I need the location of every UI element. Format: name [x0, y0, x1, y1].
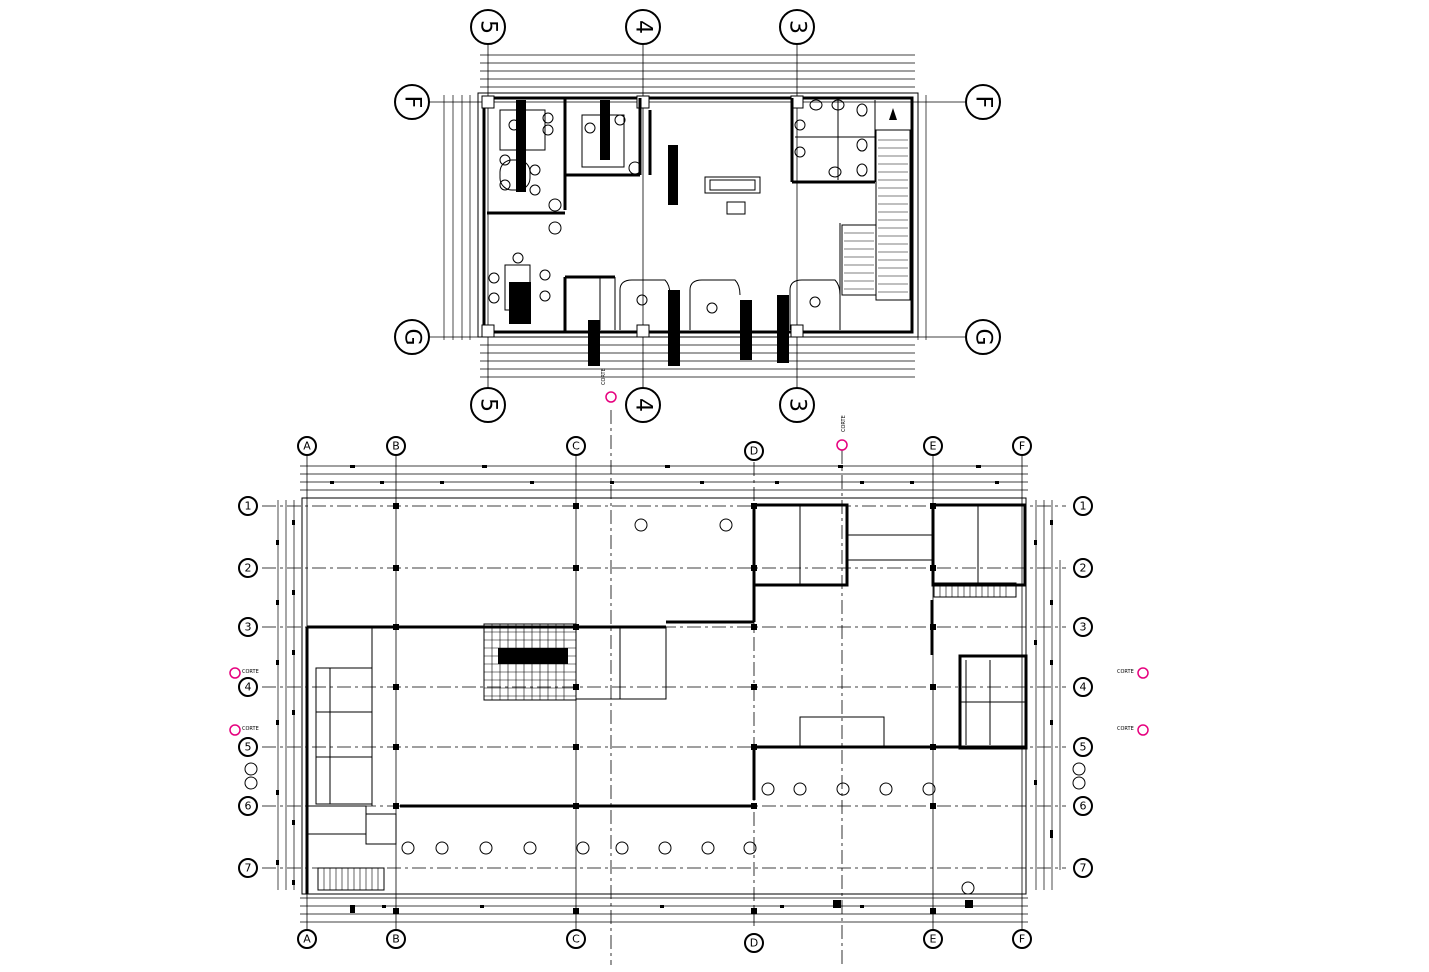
section-marker-right-5: [1137, 724, 1149, 736]
grid-column-markers: [393, 503, 936, 914]
section-label-top-right: CORTE: [841, 415, 847, 432]
upper-axis-F-right: F: [971, 96, 996, 109]
section-marker-top-left: [605, 391, 617, 403]
upper-stair-treads-2: [844, 232, 874, 290]
upper-axis-G-right: G: [971, 328, 996, 345]
upper-stair-treads: [878, 139, 908, 293]
lower-axis-1-right: 1: [1080, 500, 1087, 513]
upper-axis-5-bottom: 5: [476, 398, 501, 412]
upper-floor-plan: [428, 45, 965, 390]
lower-axis-3-right: 3: [1080, 621, 1087, 634]
section-marker-right-4: [1137, 667, 1149, 679]
dimension-ticks: [276, 465, 1053, 913]
section-label-right-4: CORTE: [1117, 669, 1134, 675]
lower-axis-E-top: E: [930, 440, 937, 453]
lower-axis-D-top: D: [750, 445, 758, 458]
lower-axis-C-bottom: C: [572, 933, 580, 946]
lower-axis-B-bottom: B: [392, 933, 400, 946]
lower-axis-5-left: 5: [245, 741, 252, 754]
section-marker-left-5: [229, 724, 241, 736]
lower-axis-F-bottom: F: [1019, 933, 1025, 946]
lower-axis-7-left: 7: [245, 862, 252, 875]
lower-axis-5-right: 5: [1080, 741, 1087, 754]
lower-axis-A-bottom: A: [303, 933, 311, 946]
section-label-top-left: CORTE: [601, 368, 607, 385]
upper-toilets: [794, 99, 868, 178]
section-marker-left-4: [229, 667, 241, 679]
section-label-left-4: CORTE: [242, 669, 259, 675]
lower-axis-6-right: 6: [1080, 800, 1087, 813]
section-marker-top-right: [836, 439, 848, 451]
lower-axis-D-bottom: D: [750, 937, 758, 950]
upper-axis-5-top: 5: [476, 20, 501, 34]
upper-axis-3-top: 3: [785, 20, 810, 34]
lower-axis-4-right: 4: [1080, 681, 1087, 694]
lower-axis-bubbles: A B C D E F A B C D E F 1 2 3 4 5 6: [238, 436, 1093, 953]
upper-axis-4-bottom: 4: [631, 398, 656, 412]
upper-axis-F-left: F: [400, 96, 425, 109]
section-label-left-5: CORTE: [242, 726, 259, 732]
section-label-right-5: CORTE: [1117, 726, 1134, 732]
upper-axis-3-bottom: 3: [785, 398, 810, 412]
section-cut-markers: CORTE CORTE CORTE CORTE CORTE CORTE: [229, 368, 1149, 736]
lower-axis-7-right: 7: [1080, 862, 1087, 875]
lower-axis-F-top: F: [1019, 440, 1025, 453]
lower-axis-6-left: 6: [245, 800, 252, 813]
round-columns: [244, 518, 1086, 895]
lower-axis-C-top: C: [572, 440, 580, 453]
lower-axis-3-left: 3: [245, 621, 252, 634]
lower-axis-2-right: 2: [1080, 562, 1087, 575]
upper-axis-bubbles: 5 4 3 5 4 3 F F G G: [394, 9, 1001, 423]
upper-chairs: [488, 112, 821, 314]
lower-axis-1-left: 1: [245, 500, 252, 513]
lower-stair-left: [323, 868, 379, 890]
lower-axis-4-left: 4: [245, 681, 252, 694]
upper-axis-G-left: G: [400, 328, 425, 345]
lower-axis-E-bottom: E: [930, 933, 937, 946]
lower-axis-A-top: A: [303, 440, 311, 453]
lower-floor-plan: [244, 410, 1086, 965]
upper-axis-4-top: 4: [631, 20, 656, 34]
lower-stair-right: [939, 583, 1007, 597]
lower-axis-B-top: B: [392, 440, 400, 453]
lower-axis-2-left: 2: [245, 562, 252, 575]
